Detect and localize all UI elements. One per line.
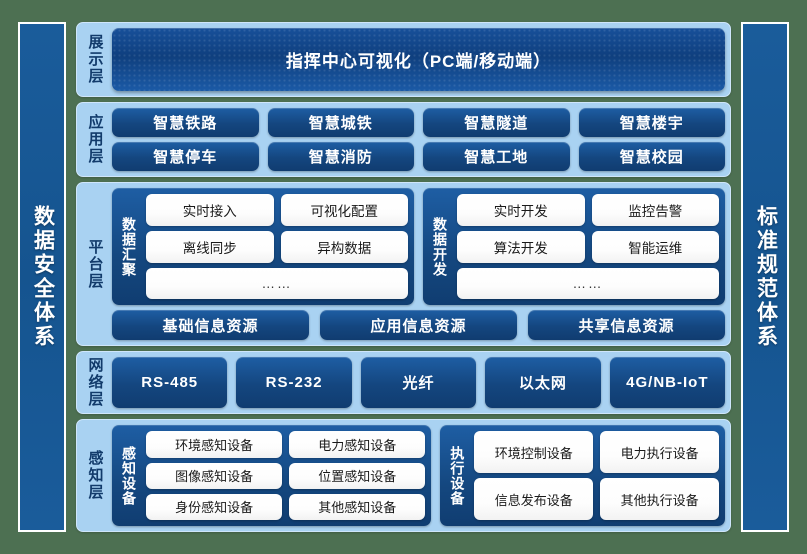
app-item-smart-building[interactable]: 智慧楼宇 [578,108,725,138]
layer-display: 展示层 指挥中心可视化（PC端/移动端） [76,22,731,98]
execution-item-other[interactable]: 其他执行设备 [600,478,719,520]
sensing-item-image[interactable]: 图像感知设备 [146,462,283,489]
platform-item-algorithm-development[interactable]: 算法开发 [457,230,585,263]
sensing-item-environment[interactable]: 环境感知设备 [146,431,283,458]
platform-group-2-row-3: …… [457,267,719,300]
layer-sensing: 感知层 感知设备 环境感知设备 电力感知设备 图像感知设备 位置感知设备 [76,419,731,532]
execution-group-items: 环境控制设备 电力执行设备 信息发布设备 其他执行设备 [474,431,719,520]
platform-group-data-development: 数据开发 实时开发 监控告警 算法开发 智能运维 …… [423,188,725,306]
platform-group-2-row-1: 实时开发 监控告警 [457,194,719,226]
sensing-row-1: 环境感知设备 电力感知设备 [146,431,426,458]
layer-network: 网络层 RS-485 RS-232 光纤 以太网 4G/NB-IoT [76,351,731,415]
execution-item-info-publish[interactable]: 信息发布设备 [474,478,594,520]
app-item-smart-urban-rail[interactable]: 智慧城铁 [267,108,414,138]
app-item-smart-tunnel[interactable]: 智慧隧道 [423,108,570,138]
sensing-group-title: 感知设备 [121,445,137,506]
layer-network-label: 网络层 [86,357,104,409]
sensing-item-power[interactable]: 电力感知设备 [289,431,426,458]
platform-group-data-aggregation: 数据汇聚 实时接入 可视化配置 离线同步 异构数据 …… [112,188,414,306]
platform-group-2-row-2: 算法开发 智能运维 [457,230,719,263]
platform-group-1-title: 数据汇聚 [121,216,137,277]
platform-group-1-items: 实时接入 可视化配置 离线同步 异构数据 …… [146,194,408,300]
layer-sensing-body: 感知设备 环境感知设备 电力感知设备 图像感知设备 位置感知设备 [112,425,725,526]
layer-application: 应用层 智慧铁路 智慧城铁 智慧隧道 智慧楼宇 智慧停车 智慧消防 智慧工地 智… [76,102,731,178]
sensing-group-devices: 感知设备 环境感知设备 电力感知设备 图像感知设备 位置感知设备 [112,425,432,526]
sensing-item-other[interactable]: 其他感知设备 [289,493,426,521]
app-item-smart-construction-site[interactable]: 智慧工地 [423,142,570,172]
sensing-item-location[interactable]: 位置感知设备 [289,462,426,489]
execution-group-title: 执行设备 [449,445,466,506]
right-pillar-label: 标准规范体系 [754,205,778,349]
execution-row-1: 环境控制设备 电力执行设备 [474,431,719,474]
sensing-groups: 感知设备 环境感知设备 电力感知设备 图像感知设备 位置感知设备 [112,425,725,526]
platform-groups: 数据汇聚 实时接入 可视化配置 离线同步 异构数据 …… [112,188,725,306]
application-row-1: 智慧铁路 智慧城铁 智慧隧道 智慧楼宇 [112,108,725,138]
platform-group-1-row-2: 离线同步 异构数据 [146,230,408,263]
sensing-row-3: 身份感知设备 其他感知设备 [146,493,426,521]
network-item-rs232[interactable]: RS-232 [236,357,352,409]
network-items-row: RS-485 RS-232 光纤 以太网 4G/NB-IoT [112,357,726,409]
layer-display-label: 展示层 [86,34,104,86]
layer-application-body: 智慧铁路 智慧城铁 智慧隧道 智慧楼宇 智慧停车 智慧消防 智慧工地 智慧校园 [112,108,725,172]
resource-basic-info[interactable]: 基础信息资源 [112,310,309,341]
platform-item-realtime-access[interactable]: 实时接入 [146,194,274,226]
app-item-smart-parking[interactable]: 智慧停车 [112,142,259,172]
layer-platform: 平台层 数据汇聚 实时接入 可视化配置 离线同步 异构数据 [76,182,731,347]
layer-display-body: 指挥中心可视化（PC端/移动端） [112,28,725,92]
platform-item-visual-config[interactable]: 可视化配置 [280,194,408,226]
execution-row-2: 信息发布设备 其他执行设备 [474,478,719,520]
execution-item-environment-control[interactable]: 环境控制设备 [474,431,594,474]
platform-group-2-title: 数据开发 [432,216,448,277]
layer-platform-body: 数据汇聚 实时接入 可视化配置 离线同步 异构数据 …… [112,188,725,341]
display-banner[interactable]: 指挥中心可视化（PC端/移动端） [112,28,725,92]
resource-application-info[interactable]: 应用信息资源 [320,310,517,341]
network-item-fiber[interactable]: 光纤 [360,357,477,409]
execution-item-power[interactable]: 电力执行设备 [600,431,719,474]
resource-shared-info[interactable]: 共享信息资源 [528,310,725,341]
platform-item-more-2[interactable]: …… [457,267,719,300]
platform-group-1-row-3: …… [146,267,408,300]
execution-group-devices: 执行设备 环境控制设备 电力执行设备 信息发布设备 其他执行设备 [440,425,725,526]
platform-item-more-1[interactable]: …… [146,267,408,300]
layer-application-label: 应用层 [86,114,104,166]
sensing-group-items: 环境感知设备 电力感知设备 图像感知设备 位置感知设备 身份感知设备 其他感知设… [146,431,426,521]
right-pillar-standards: 标准规范体系 [741,22,789,532]
platform-resources-row: 基础信息资源 应用信息资源 共享信息资源 [112,310,725,341]
layer-sensing-label: 感知层 [86,450,104,502]
platform-item-realtime-development[interactable]: 实时开发 [457,194,585,226]
network-item-ethernet[interactable]: 以太网 [485,357,601,409]
sensing-item-identity[interactable]: 身份感知设备 [146,493,283,521]
application-row-2: 智慧停车 智慧消防 智慧工地 智慧校园 [112,142,725,172]
sensing-row-2: 图像感知设备 位置感知设备 [146,462,426,489]
layer-stack: 展示层 指挥中心可视化（PC端/移动端） 应用层 智慧铁路 智慧城铁 智慧隧道 … [76,22,731,532]
platform-item-heterogeneous-data[interactable]: 异构数据 [280,230,408,263]
left-pillar-data-security: 数据安全体系 [18,22,66,532]
app-item-smart-campus[interactable]: 智慧校园 [578,142,725,172]
network-item-4g-nbiot[interactable]: 4G/NB-IoT [609,357,726,409]
network-item-rs485[interactable]: RS-485 [112,357,228,409]
app-item-smart-firefighting[interactable]: 智慧消防 [267,142,414,172]
layer-network-body: RS-485 RS-232 光纤 以太网 4G/NB-IoT [112,357,726,409]
platform-item-offline-sync[interactable]: 离线同步 [146,230,274,263]
platform-item-intelligent-ops[interactable]: 智能运维 [591,230,719,263]
platform-group-1-row-1: 实时接入 可视化配置 [146,194,408,226]
left-pillar-label: 数据安全体系 [31,205,55,349]
platform-item-monitoring-alarm[interactable]: 监控告警 [591,194,719,226]
app-item-smart-railway[interactable]: 智慧铁路 [112,108,259,138]
platform-group-2-items: 实时开发 监控告警 算法开发 智能运维 …… [457,194,719,300]
layer-platform-label: 平台层 [86,238,104,290]
